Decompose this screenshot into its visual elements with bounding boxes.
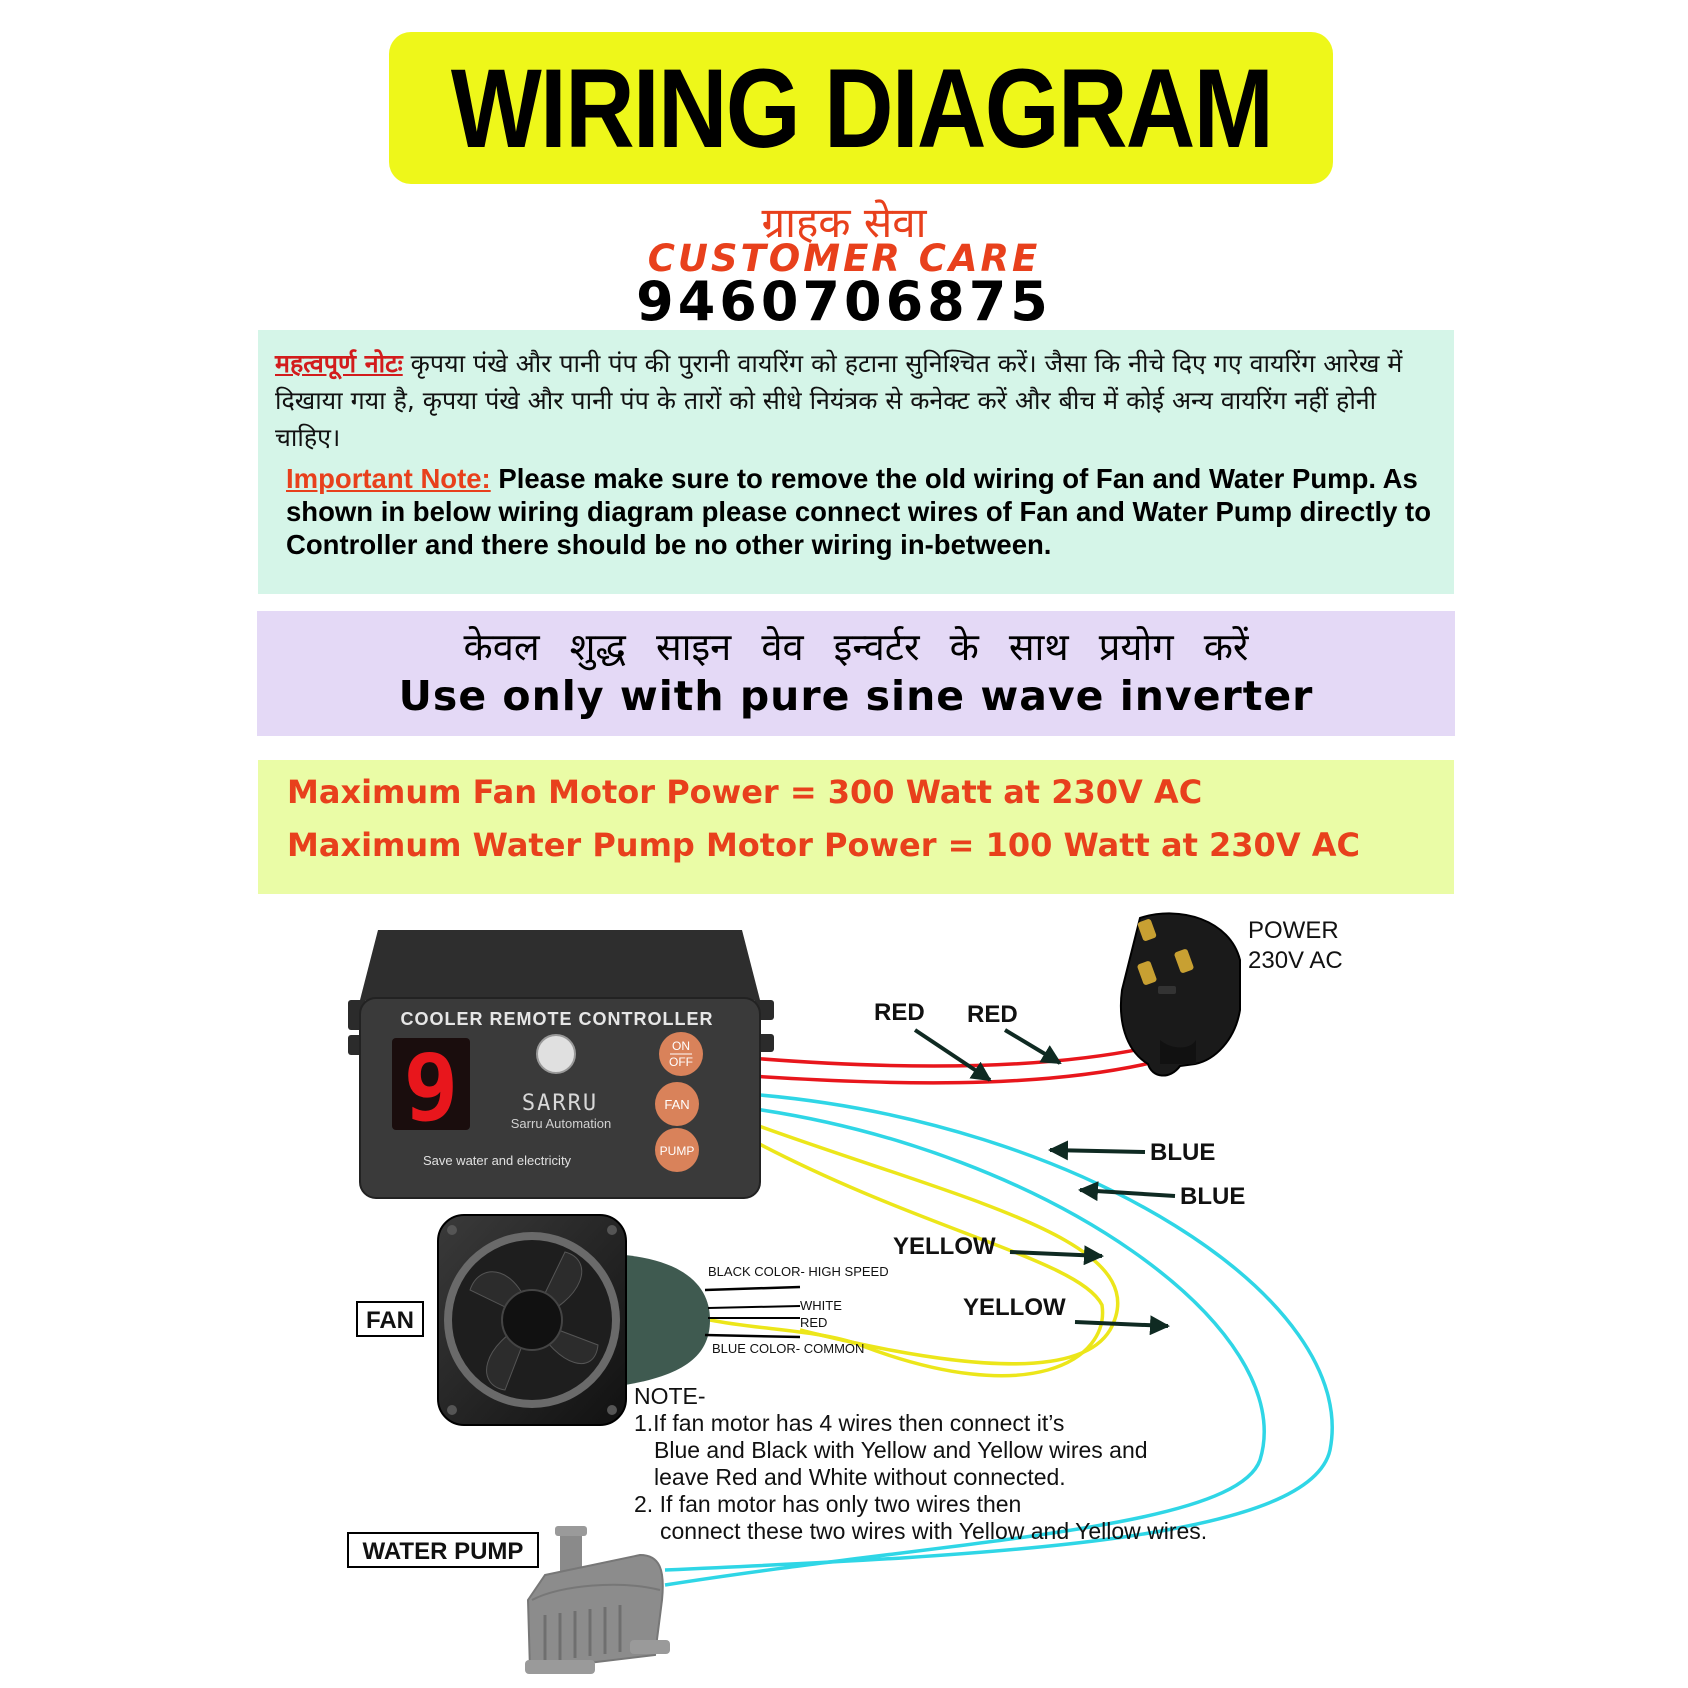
red-arrow-1 xyxy=(913,1028,992,1082)
on-label: ON xyxy=(672,1039,690,1053)
customer-care-phone: 9460706875 xyxy=(636,270,1052,333)
page-title: WIRING DIAGRAM xyxy=(450,45,1273,171)
important-note-english: Important Note: Please make sure to remo… xyxy=(286,462,1451,561)
digit-display xyxy=(392,1038,470,1130)
yellow-label-2: YELLOW xyxy=(963,1294,1066,1321)
inverter-warning-hindi: केवल शुद्ध साइन वेव इन्वर्टर के साथ प्रय… xyxy=(463,625,1249,669)
red-label-1: RED xyxy=(874,999,925,1026)
fan-note: NOTE- 1.If fan motor has 4 wires then co… xyxy=(634,1383,1207,1544)
yellow-wires xyxy=(709,1120,1120,1378)
power-plug-icon xyxy=(1119,912,1241,1077)
yellow-arrow-2 xyxy=(1074,1315,1170,1336)
water-pump-label-box xyxy=(347,1532,539,1568)
fan-label: FAN xyxy=(366,1307,414,1334)
blue-label-2: BLUE xyxy=(1180,1183,1245,1210)
important-note-hindi: महत्वपूर्ण नोटः कृपया पंखे और पानी पंप क… xyxy=(275,345,1445,456)
red-wires xyxy=(749,1038,1193,1085)
water-pump-label: WATER PUMP xyxy=(363,1538,524,1565)
important-note-english-text: Please make sure to remove the old wirin… xyxy=(286,463,1432,560)
red-arrow-2 xyxy=(1003,1028,1062,1065)
controller-brand: SARRU xyxy=(522,1091,598,1116)
pump-button xyxy=(655,1128,699,1172)
wire-labels: RED RED BLUE BLUE YELLOW YELLOW xyxy=(874,999,1245,1336)
customer-care-hindi: ग्राहक सेवा xyxy=(761,198,927,247)
important-note-box xyxy=(258,330,1454,594)
fan-wires xyxy=(704,1285,801,1339)
inverter-warning-box xyxy=(257,611,1455,736)
inverter-warning-english: Use only with pure sine wave inverter xyxy=(398,672,1314,720)
pump-button-label: PUMP xyxy=(660,1144,695,1158)
fan-wire-white: WHITE xyxy=(800,1298,842,1313)
fan-wire-blue: BLUE COLOR- COMMON xyxy=(712,1341,864,1356)
note-line-2: Blue and Black with Yellow and Yellow wi… xyxy=(654,1437,1148,1463)
power-limits-box xyxy=(258,760,1454,894)
customer-care-label: CUSTOMER CARE xyxy=(647,237,1041,280)
note-line-4: 2. If fan motor has only two wires then xyxy=(634,1491,1021,1517)
important-note-hindi-text: कृपया पंखे और पानी पंप की पुरानी वायरिंग… xyxy=(275,349,1403,452)
note-line-1: 1.If fan motor has 4 wires then connect … xyxy=(634,1410,1064,1436)
note-line-5: connect these two wires with Yellow and … xyxy=(660,1518,1207,1544)
power-label-line1: POWER xyxy=(1248,917,1339,944)
fan-power-limit: Maximum Fan Motor Power = 300 Watt at 23… xyxy=(287,773,1203,811)
blue-label-1: BLUE xyxy=(1150,1139,1215,1166)
off-label: OFF xyxy=(669,1055,693,1069)
fan-label-box xyxy=(356,1301,424,1337)
ir-receiver-icon xyxy=(536,1034,576,1074)
controller-title: COOLER REMOTE CONTROLLER xyxy=(401,1009,714,1029)
controller-brand-sub: Sarru Automation xyxy=(511,1116,611,1131)
water-pump-icon xyxy=(525,1526,670,1674)
yellow-label-1: YELLOW xyxy=(893,1233,996,1260)
yellow-arrow-1 xyxy=(1009,1245,1104,1266)
fan-wire-black: BLACK COLOR- HIGH SPEED xyxy=(708,1264,889,1279)
important-note-english-label: Important Note: xyxy=(286,463,491,494)
red-label-2: RED xyxy=(967,1001,1018,1028)
power-label-line2: 230V AC xyxy=(1248,947,1343,974)
fan-button xyxy=(655,1082,699,1126)
controller-display-digit: 9 xyxy=(403,1035,458,1142)
controller-tagline: Save water and electricity xyxy=(423,1153,572,1168)
fan-icon xyxy=(437,1214,710,1426)
fan-wire-red: RED xyxy=(800,1315,827,1330)
blue-arrow-2 xyxy=(1078,1181,1176,1202)
pump-power-limit: Maximum Water Pump Motor Power = 100 Wat… xyxy=(287,826,1360,864)
blue-wires xyxy=(664,1092,1334,1587)
fan-button-label: FAN xyxy=(664,1097,689,1112)
note-heading: NOTE- xyxy=(634,1383,706,1409)
note-line-3: leave Red and White without connected. xyxy=(654,1464,1066,1490)
blue-arrow-1 xyxy=(1048,1140,1146,1161)
controller-device: COOLER REMOTE CONTROLLER 9 SARRU Sarru A… xyxy=(348,930,774,1199)
title-banner: WIRING DIAGRAM xyxy=(389,32,1333,184)
important-note-hindi-label: महत्वपूर्ण नोटः xyxy=(275,349,403,378)
